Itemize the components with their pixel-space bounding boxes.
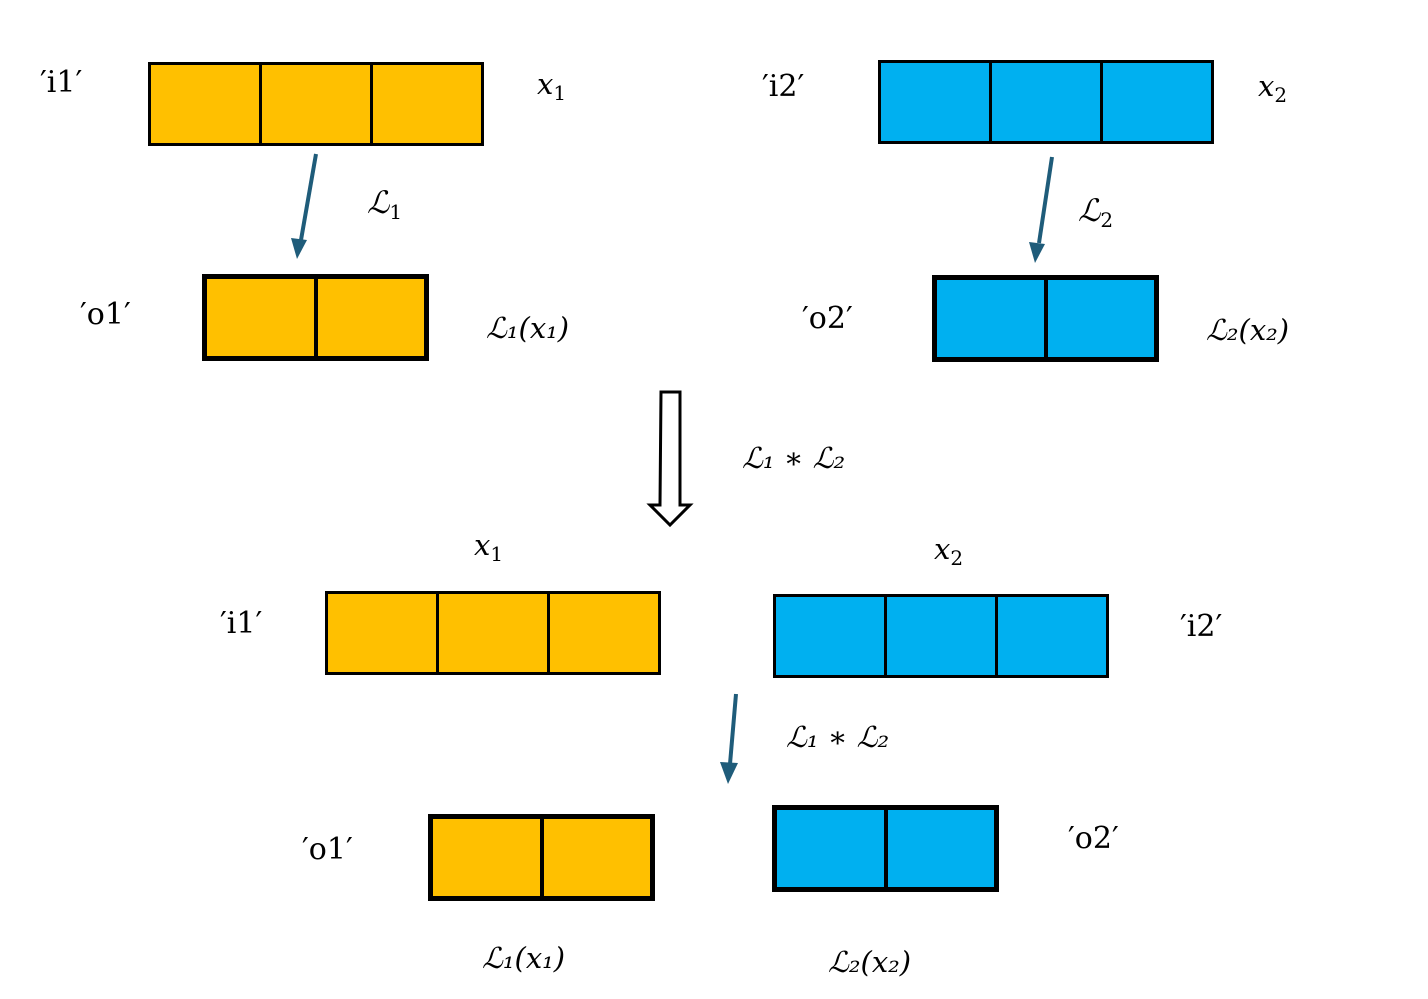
tensor-o2-top bbox=[932, 275, 1159, 362]
input-label-i2-top: ′i2′ bbox=[762, 69, 805, 104]
tensor-o2-bottom bbox=[772, 805, 999, 892]
tensor-cell bbox=[436, 594, 547, 672]
arrow-L2 bbox=[1029, 156, 1054, 263]
tensor-cell bbox=[313, 279, 424, 356]
tensor-cell bbox=[370, 65, 481, 143]
tensor-cell bbox=[883, 810, 994, 887]
output-expr-L1x1-bottom: ℒ₁(x₁) bbox=[482, 941, 566, 975]
var-x1-bottom: x1 bbox=[474, 528, 504, 566]
tensor-cell bbox=[995, 597, 1106, 675]
tensor-i1-top bbox=[148, 62, 484, 146]
var-x2-bottom: x2 bbox=[934, 532, 964, 570]
tensor-cell bbox=[777, 810, 884, 887]
output-expr-L2x2-top: ℒ₂(x₂) bbox=[1206, 313, 1290, 347]
tensor-cell bbox=[1043, 280, 1154, 357]
op-label-L2: ℒ2 bbox=[1078, 193, 1114, 232]
tensor-o1-bottom bbox=[428, 814, 655, 901]
input-label-i1-bottom: ′i1′ bbox=[220, 606, 263, 641]
tensor-i1-bottom bbox=[325, 591, 661, 675]
output-label-o1-top: ′o1′ bbox=[80, 297, 131, 332]
arrow-L1 bbox=[291, 153, 318, 259]
tensor-cell bbox=[433, 819, 540, 896]
tensor-cell bbox=[539, 819, 650, 896]
var-x1-top: x1 bbox=[537, 67, 567, 105]
output-label-o1-bottom: ′o1′ bbox=[302, 832, 353, 867]
var-x2-top: x2 bbox=[1258, 69, 1288, 107]
output-label-o2-top: ′o2′ bbox=[802, 301, 853, 336]
tensor-cell bbox=[151, 65, 259, 143]
op-label-combined-bottom: ℒ₁ ∗ ℒ₂ bbox=[786, 720, 890, 754]
output-expr-L2x2-bottom: ℒ₂(x₂) bbox=[828, 945, 912, 979]
tensor-cell bbox=[1100, 63, 1211, 141]
op-label-L1: ℒ1 bbox=[367, 185, 403, 224]
tensor-i2-bottom bbox=[773, 594, 1109, 678]
tensor-cell bbox=[328, 594, 436, 672]
input-label-i2-bottom: ′i2′ bbox=[1180, 609, 1223, 644]
tensor-cell bbox=[207, 279, 314, 356]
tensor-i2-top bbox=[878, 60, 1214, 144]
arrow-combined bbox=[720, 693, 738, 784]
tensor-cell bbox=[776, 597, 884, 675]
input-label-i1-top: ′i1′ bbox=[40, 65, 83, 100]
tensor-cell bbox=[881, 63, 989, 141]
tensor-cell bbox=[989, 63, 1100, 141]
tensor-o1-top bbox=[202, 274, 429, 361]
tensor-cell bbox=[259, 65, 370, 143]
combine-arrow bbox=[646, 390, 694, 528]
tensor-cell bbox=[937, 280, 1044, 357]
output-label-o2-bottom: ′o2′ bbox=[1068, 821, 1119, 856]
tensor-cell bbox=[884, 597, 995, 675]
output-expr-L1x1-top: ℒ₁(x₁) bbox=[486, 311, 570, 345]
combine-label: ℒ₁ ∗ ℒ₂ bbox=[742, 441, 846, 475]
tensor-cell bbox=[547, 594, 658, 672]
